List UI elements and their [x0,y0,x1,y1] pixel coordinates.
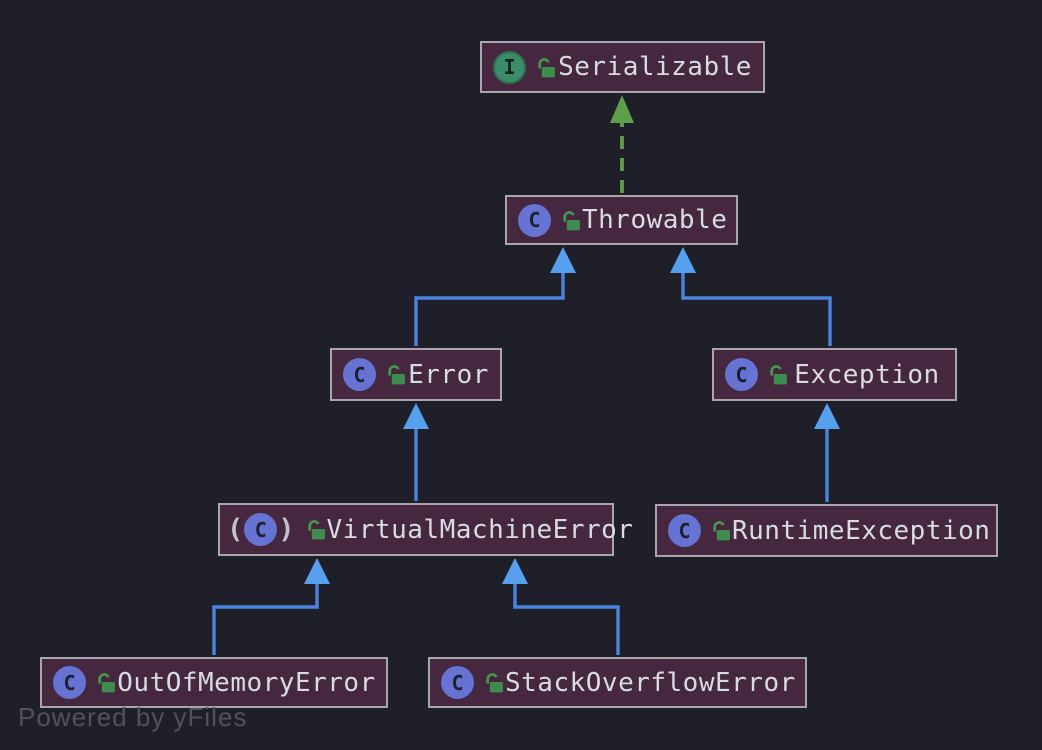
node-label: Exception [794,359,940,390]
node-stack-overflow-error[interactable]: C StackOverflowError [428,657,807,708]
open-lock-icon [710,519,732,542]
edge-out-of-memory-error-to-virtual-machine-error[interactable] [212,582,319,655]
open-lock-icon [560,209,582,232]
node-label: VirtualMachineError [326,514,634,545]
node-exception[interactable]: C Exception [712,348,957,401]
node-label: Throwable [582,205,728,235]
abstract-class-icon: ( [227,514,244,545]
abstract-class-icon: ) [278,514,295,545]
arrowhead-virtual-machine-error-to-error [403,403,429,429]
node-label: Serializable [558,52,752,82]
arrowhead-error-to-throwable [550,247,576,273]
node-runtime-exception[interactable]: C RuntimeException [655,504,998,557]
node-label: OutOfMemoryError [117,667,376,698]
class-icon: C [441,666,474,699]
open-lock-icon [95,671,117,694]
node-error[interactable]: C Error [330,348,502,401]
class-icon: C [244,513,278,546]
node-label: RuntimeException [732,515,991,546]
arrowhead-throwable-to-serializable [610,95,634,123]
edge-stack-overflow-error-to-virtual-machine-error[interactable] [513,582,620,655]
yfiles-watermark: Powered by yFiles [18,702,248,732]
edge-error-to-throwable[interactable] [414,271,565,346]
node-label: Error [408,359,489,390]
node-label: StackOverflowError [505,667,796,698]
class-icon: C [343,358,376,391]
class-icon: C [53,666,86,699]
node-virtual-machine-error[interactable]: ( C ) VirtualMachineError [218,503,633,556]
edge-exception-to-throwable[interactable] [681,271,832,346]
node-throwable[interactable]: C Throwable [505,195,738,245]
arrowhead-stack-overflow-error-to-virtual-machine-error [502,558,528,584]
open-lock-icon [535,56,557,79]
arrowhead-exception-to-throwable [670,247,696,273]
open-lock-icon [483,671,505,694]
open-lock-icon [385,363,407,386]
arrowhead-runtime-exception-to-exception [814,403,840,429]
node-serializable[interactable]: I Serializable [480,41,765,93]
node-out-of-memory-error[interactable]: C OutOfMemoryError [40,657,388,708]
class-icon: C [668,514,701,547]
class-icon: C [518,203,551,237]
interface-icon: I [493,50,526,84]
class-icon: C [725,358,758,391]
arrowhead-out-of-memory-error-to-virtual-machine-error [304,558,330,584]
open-lock-icon [767,363,789,386]
open-lock-icon [305,518,327,541]
